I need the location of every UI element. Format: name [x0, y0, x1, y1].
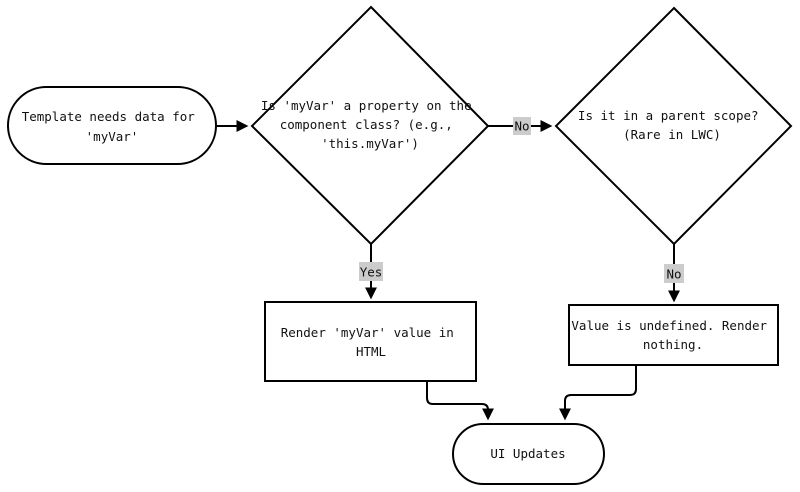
edge-render-to-ui	[426, 381, 494, 421]
node-ui-updates: UI Updates	[452, 423, 605, 485]
node-decision-property-line-3: 'this.myVar')	[321, 136, 419, 151]
node-decision-property-line-1: Is 'myVar' a property on the	[261, 98, 472, 113]
node-undefined-value-line-2: nothing.	[643, 337, 703, 352]
edge-label-no-1: No	[513, 117, 531, 135]
edge-label-yes: Yes	[359, 262, 383, 281]
edge-label-text: Yes	[360, 265, 383, 280]
node-decision-parent: Is it in a parent scope? (Rare in LWC)	[554, 6, 793, 246]
node-decision-property-text: Is 'myVar' a property on the component c…	[261, 98, 479, 151]
node-render-value-line-2: HTML	[356, 344, 386, 359]
node-ui-updates-line-1: UI Updates	[490, 446, 565, 461]
node-decision-property: Is 'myVar' a property on the component c…	[250, 5, 490, 246]
node-decision-parent-text: Is it in a parent scope? (Rare in LWC)	[578, 108, 766, 142]
node-decision-parent-line-2: (Rare in LWC)	[623, 127, 721, 142]
node-undefined-value: Value is undefined. Render nothing.	[568, 304, 779, 366]
edge-label-text: No	[514, 119, 529, 134]
node-start-line-1: Template needs data for	[22, 109, 196, 124]
node-render-value-line-1: Render 'myVar' value in	[281, 325, 454, 340]
node-decision-parent-line-1: Is it in a parent scope?	[578, 108, 759, 123]
node-ui-updates-text: UI Updates	[490, 446, 565, 461]
edge-label-text: No	[666, 267, 681, 282]
node-start: Template needs data for 'myVar'	[7, 86, 217, 165]
node-start-text: Template needs data for 'myVar'	[22, 109, 203, 144]
node-render-value-text: Render 'myVar' value in HTML	[281, 325, 462, 359]
node-undefined-value-text: Value is undefined. Render nothing.	[571, 318, 774, 352]
node-render-value: Render 'myVar' value in HTML	[264, 301, 477, 382]
node-decision-property-line-2: component class? (e.g.,	[280, 117, 453, 132]
node-start-line-2: 'myVar'	[86, 129, 139, 144]
node-undefined-value-line-1: Value is undefined. Render	[571, 318, 767, 333]
edge-label-no-2: No	[664, 264, 684, 283]
edge-undefined-to-ui	[559, 365, 637, 421]
